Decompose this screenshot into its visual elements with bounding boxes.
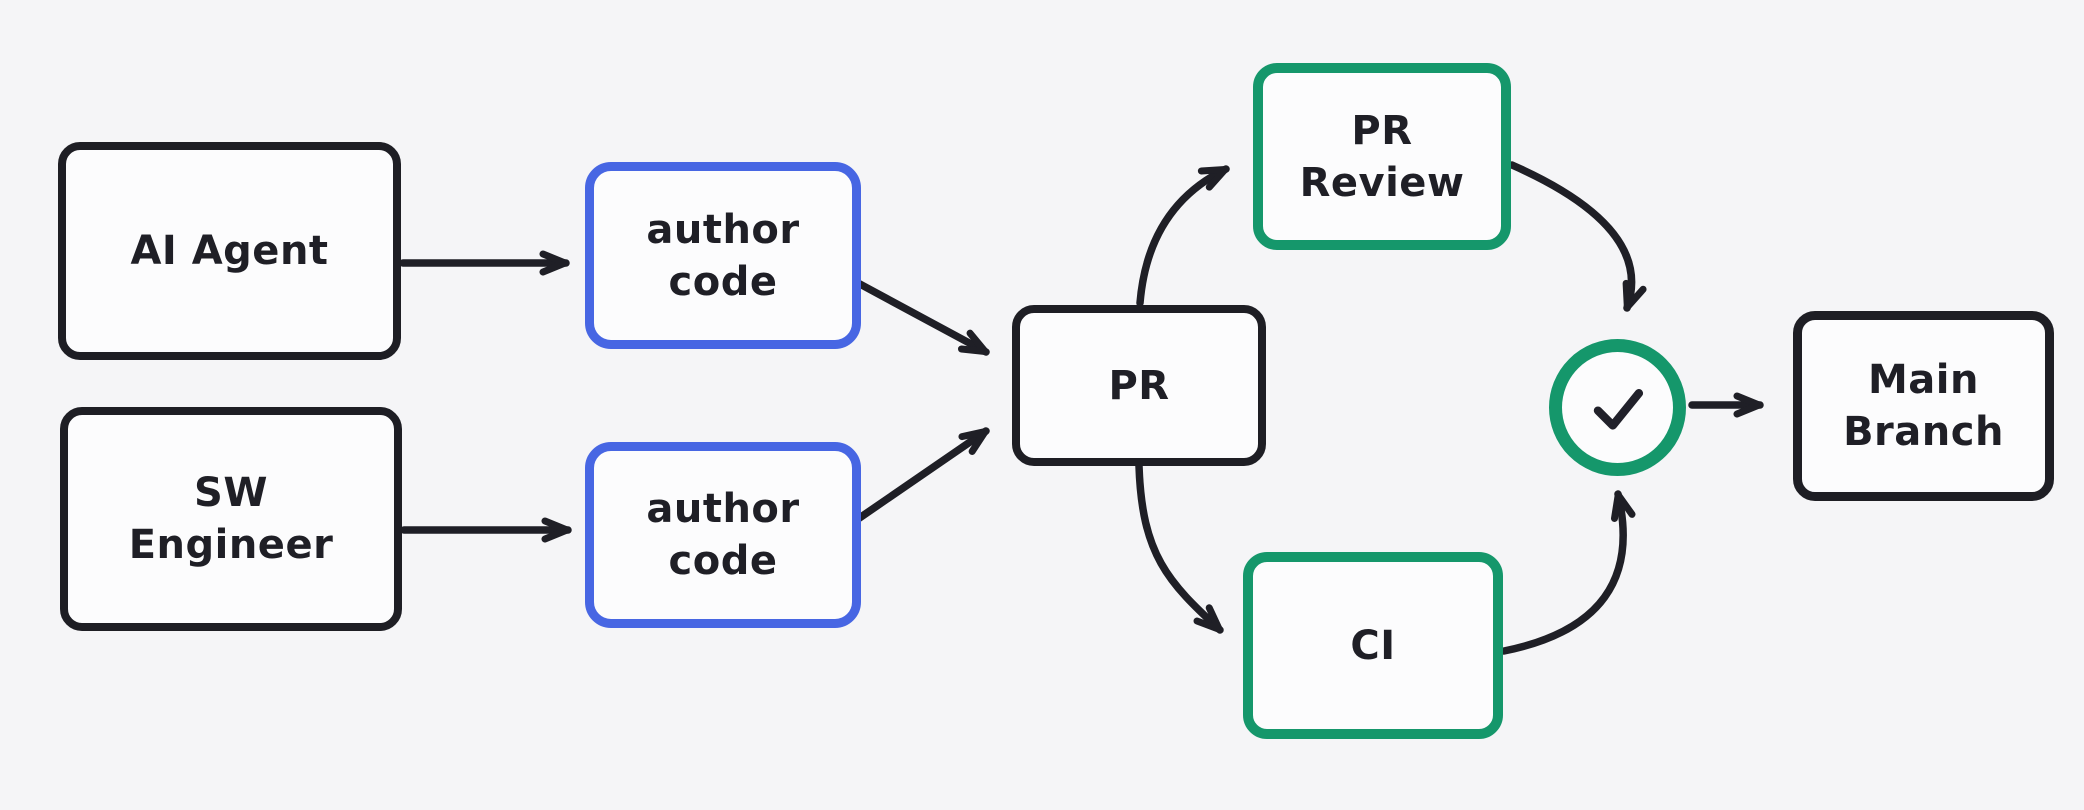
arrow-author-code-top-to-pr	[854, 279, 990, 356]
node-ci-label: CI	[1350, 622, 1396, 669]
check-icon	[1593, 388, 1643, 430]
node-pr: PR	[1012, 305, 1266, 466]
node-author-code-top-label: author code	[646, 206, 800, 305]
node-main-branch: Main Branch	[1793, 311, 2054, 501]
node-main-branch-label: Main Branch	[1843, 357, 2004, 455]
arrow-pr-to-ci	[1135, 462, 1224, 634]
arrow-pr-review-to-check	[1508, 161, 1647, 312]
node-pr-review: PR Review	[1253, 63, 1511, 250]
node-pr-label: PR	[1108, 362, 1170, 409]
arrow-pr-to-pr-review	[1136, 165, 1230, 307]
approval-check-node	[1549, 339, 1686, 476]
node-author-code-bottom: author code	[585, 442, 861, 628]
node-sw-engineer: SW Engineer	[60, 407, 402, 631]
node-author-code-bottom-label: author code	[646, 486, 800, 584]
node-ai-agent: AI Agent	[58, 142, 401, 360]
node-ci: CI	[1243, 552, 1503, 739]
node-pr-review-label: PR Review	[1299, 107, 1465, 206]
arrow-author-code-bottom-to-pr	[854, 427, 990, 523]
node-sw-engineer-label: SW Engineer	[128, 470, 334, 568]
arrow-ci-to-check	[1500, 490, 1636, 655]
node-ai-agent-label: AI Agent	[130, 228, 329, 274]
node-author-code-top: author code	[585, 162, 861, 349]
